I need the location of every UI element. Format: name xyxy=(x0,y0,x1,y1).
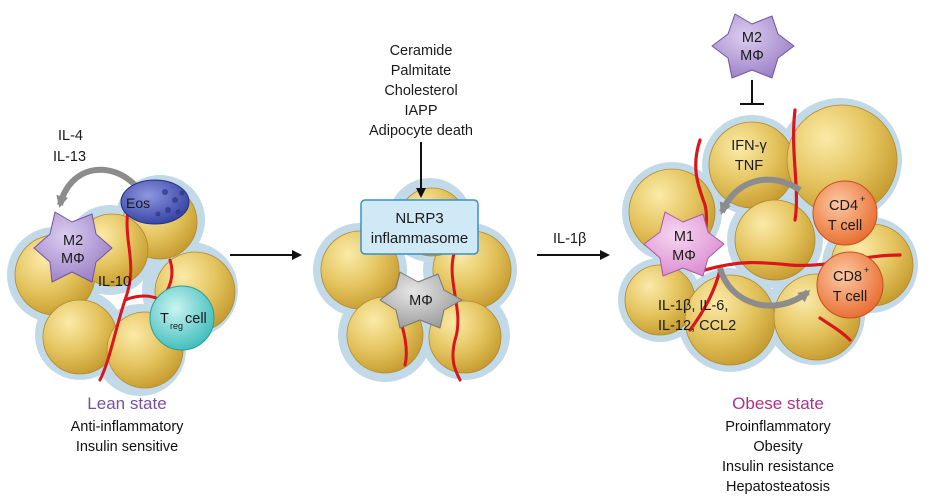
trigger-item: Cholesterol xyxy=(384,83,457,99)
treg-label-sub: reg xyxy=(170,321,183,331)
cd8-label-main: CD8 xyxy=(833,269,862,285)
obese-cytokines-line1: IL-1β, IL-6, xyxy=(658,298,728,314)
trigger-item: Adipocyte death xyxy=(369,123,473,139)
trigger-item: IAPP xyxy=(404,103,437,119)
obese-cytokines-line2: IL-12, CCL2 xyxy=(658,318,736,334)
resident-macrophage: MΦ xyxy=(379,271,463,329)
il1b-arrow-label: IL-1β xyxy=(553,231,586,247)
obese-m2-label-line1: M2 xyxy=(742,30,762,46)
cd8-label-sup: + xyxy=(864,265,869,275)
nlrp3-label-line1: NLRP3 xyxy=(395,210,443,227)
treg-label-suffix: cell xyxy=(185,311,207,327)
obese-desc-line: Obesity xyxy=(753,439,803,455)
cd4-t-cell: CD4 + T cell xyxy=(812,180,878,246)
tnf-label: TNF xyxy=(735,158,763,174)
nlrp3-label-line2: inflammasome xyxy=(371,230,469,247)
lean-state-title: Lean state xyxy=(87,394,166,413)
treg-label-main: T xyxy=(160,311,169,327)
adipocyte xyxy=(734,199,816,281)
obese-adipose-cluster xyxy=(618,98,918,372)
treg-cell: T reg cell xyxy=(149,285,215,351)
il4-il13-curved-arrow xyxy=(56,166,138,208)
lean-il10-label: IL-10 xyxy=(98,274,131,290)
m1-label-line2: MΦ xyxy=(672,248,696,264)
ifn-gamma-label: IFN-γ xyxy=(731,138,767,154)
cd8-t-cell: CD8 + T cell xyxy=(816,251,884,319)
cd4-label-line2: T cell xyxy=(828,218,862,234)
lean-m2-macrophage: M2 MΦ xyxy=(33,211,113,283)
cd4-label-sup: + xyxy=(860,194,865,204)
obese-m2-label-line2: MΦ xyxy=(740,48,764,64)
nlrp3-inflammasome-box: NLRP3 inflammasome xyxy=(360,199,479,255)
m1-label-line1: M1 xyxy=(674,229,694,245)
trigger-item: Palmitate xyxy=(391,63,451,79)
cd4-label-main: CD4 xyxy=(829,198,858,214)
lean-desc-line2: Insulin sensitive xyxy=(76,439,178,455)
trigger-list: Ceramide Palmitate Cholesterol IAPP Adip… xyxy=(369,43,473,139)
obese-desc-line: Insulin resistance xyxy=(722,459,834,475)
m1-to-cd8-curved-arrow xyxy=(717,267,811,309)
adipocyte xyxy=(428,300,502,374)
eosinophil-cell: Eos xyxy=(120,179,190,225)
obese-desc-line: Proinflammatory xyxy=(725,419,831,435)
eosinophil-label: Eos xyxy=(126,195,150,211)
lean-desc-line1: Anti-inflammatory xyxy=(71,419,185,435)
m1-macrophage: M1 MΦ xyxy=(643,211,725,277)
obese-desc-line: Hepatosteatosis xyxy=(726,479,830,495)
inhibition-bar xyxy=(740,80,764,105)
lean-m2-label-line2: MΦ xyxy=(61,251,85,267)
cd4-to-m1-curved-arrow xyxy=(719,176,802,215)
lean-cytokine-il13: IL-13 xyxy=(53,149,86,165)
trigger-item: Ceramide xyxy=(390,43,453,59)
lean-cytokine-il4: IL-4 xyxy=(58,128,83,144)
obese-state-title: Obese state xyxy=(732,394,824,413)
lean-m2-label-line1: M2 xyxy=(63,233,83,249)
cd8-label-line2: T cell xyxy=(833,289,867,305)
resident-macrophage-label: MΦ xyxy=(409,293,433,309)
obese-m2-macrophage: M2 MΦ xyxy=(711,13,795,79)
